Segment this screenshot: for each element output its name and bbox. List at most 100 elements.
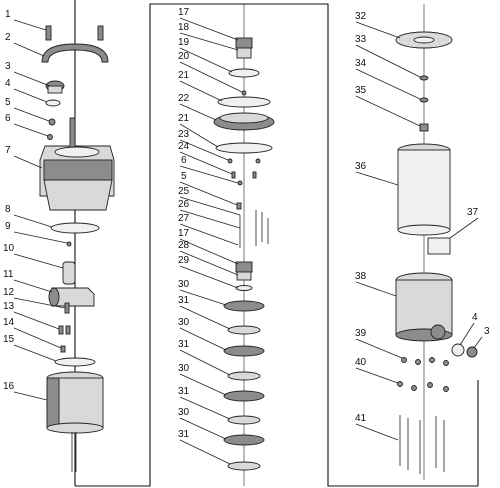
callout-label: 31 bbox=[178, 386, 190, 397]
callout-label: 18 bbox=[178, 22, 190, 33]
callout-label: 3 bbox=[484, 326, 490, 337]
callout-label: 11 bbox=[3, 269, 14, 280]
part-23-24-fasteners bbox=[227, 158, 261, 179]
part-4-3-seal-parts bbox=[451, 343, 478, 358]
callout-label: 6 bbox=[5, 113, 11, 124]
callout-label: 5 bbox=[5, 97, 11, 108]
part-19-ring bbox=[228, 68, 260, 78]
callout-label: 26 bbox=[178, 199, 190, 210]
callout-label: 36 bbox=[355, 161, 367, 172]
col1-labels: 1 2 3 4 5 6 7 8 9 10 11 12 13 14 15 16 bbox=[3, 9, 15, 392]
part-21-oring-upper bbox=[217, 96, 271, 108]
callout-label: 10 bbox=[3, 243, 15, 254]
part-32-flange bbox=[395, 31, 453, 49]
part-28-nut bbox=[236, 271, 252, 281]
part-29-ring bbox=[235, 285, 253, 291]
col2-leaders bbox=[179, 17, 243, 465]
part-17-top-coupling bbox=[235, 37, 253, 49]
part-38-pump-housing bbox=[395, 272, 453, 342]
callout-label: 31 bbox=[178, 339, 190, 350]
callout-label: 13 bbox=[3, 301, 15, 312]
part-2-handle bbox=[41, 43, 109, 63]
part-3-cable-gland bbox=[45, 80, 65, 94]
part-14-nut bbox=[60, 345, 66, 353]
part-17-lower-coupling bbox=[235, 261, 253, 273]
callout-label: 27 bbox=[178, 213, 190, 224]
callout-label: 30 bbox=[178, 317, 190, 328]
callout-label: 15 bbox=[3, 334, 15, 345]
callout-label: 17 bbox=[178, 7, 190, 18]
callout-label: 29 bbox=[178, 255, 190, 266]
callout-label: 3 bbox=[5, 61, 11, 72]
part-18-nut bbox=[236, 47, 252, 59]
callout-label: 21 bbox=[178, 113, 190, 124]
part-15-seal-ring bbox=[54, 357, 96, 367]
part-12-small-part bbox=[64, 302, 70, 314]
part-20-small-washer bbox=[241, 90, 247, 96]
callout-label: 35 bbox=[355, 85, 367, 96]
callout-label: 31 bbox=[178, 429, 190, 440]
part-16-motor-body bbox=[46, 371, 104, 472]
col3-labels: 32 33 34 35 36 37 38 4 3 39 40 41 bbox=[355, 11, 490, 424]
part-1-screws bbox=[45, 25, 104, 41]
part-41-tie-bolts bbox=[399, 415, 445, 474]
callout-label: 4 bbox=[472, 312, 478, 323]
part-36-outer-sleeve bbox=[397, 143, 451, 236]
callout-label: 14 bbox=[3, 317, 15, 328]
part-22-bearing-plate bbox=[213, 112, 275, 131]
part-8-gasket-ring bbox=[50, 222, 100, 234]
callout-label: 30 bbox=[178, 407, 190, 418]
callout-label: 6 bbox=[181, 155, 187, 166]
callout-label: 24 bbox=[178, 141, 190, 152]
callout-label: 30 bbox=[178, 363, 190, 374]
part-33-34-washers bbox=[419, 75, 429, 103]
part-30-31-impeller-stack bbox=[223, 300, 265, 471]
part-9-pin bbox=[66, 241, 72, 247]
part-21-oring-lower bbox=[215, 142, 273, 154]
callout-label: 32 bbox=[355, 11, 367, 22]
callout-label: 7 bbox=[5, 145, 11, 156]
callout-label: 9 bbox=[5, 221, 11, 232]
callout-label: 8 bbox=[5, 204, 11, 215]
callout-label: 20 bbox=[178, 51, 190, 62]
callout-label: 25 bbox=[178, 186, 190, 197]
callout-label: 28 bbox=[178, 240, 190, 251]
part-11-shaft-sleeve bbox=[48, 287, 95, 307]
callout-label: 33 bbox=[355, 34, 367, 45]
col2-labels: 17 18 19 20 21 22 21 23 24 6 5 25 26 27 … bbox=[178, 7, 190, 440]
callout-label: 17 bbox=[178, 228, 190, 239]
callout-label: 2 bbox=[5, 32, 11, 43]
callout-label: 16 bbox=[3, 381, 15, 392]
callout-label: 30 bbox=[178, 279, 190, 290]
col1-leaders bbox=[13, 19, 68, 401]
callout-label: 21 bbox=[178, 70, 190, 81]
part-7-motor-head bbox=[39, 117, 115, 211]
callout-label: 12 bbox=[3, 287, 15, 298]
callout-label: 4 bbox=[5, 78, 11, 89]
callout-label: 40 bbox=[355, 357, 367, 368]
part-13-bolts bbox=[58, 325, 71, 335]
callout-label: 38 bbox=[355, 271, 367, 282]
part-37-label-plate bbox=[427, 237, 451, 255]
part-26-27-tie-rods bbox=[239, 210, 269, 248]
callout-label: 23 bbox=[178, 129, 190, 140]
part-4-oring bbox=[45, 99, 61, 107]
col3-leaders bbox=[355, 21, 483, 441]
part-5-small-screw bbox=[48, 118, 56, 126]
part-6-washer bbox=[47, 134, 53, 140]
part-6-5-25-small-parts bbox=[236, 180, 243, 210]
part-35-nut bbox=[419, 123, 429, 132]
part-10-coupling bbox=[62, 261, 76, 285]
callout-label: 41 bbox=[355, 413, 367, 424]
callout-label: 37 bbox=[467, 207, 479, 218]
callout-label: 19 bbox=[178, 37, 190, 48]
part-39-40-fastener-set bbox=[397, 357, 449, 392]
callout-label: 39 bbox=[355, 328, 367, 339]
callout-label: 5 bbox=[181, 171, 187, 182]
callout-label: 31 bbox=[178, 295, 190, 306]
callout-label: 22 bbox=[178, 93, 190, 104]
callout-label: 34 bbox=[355, 58, 367, 69]
connector-frame bbox=[74, 0, 479, 487]
